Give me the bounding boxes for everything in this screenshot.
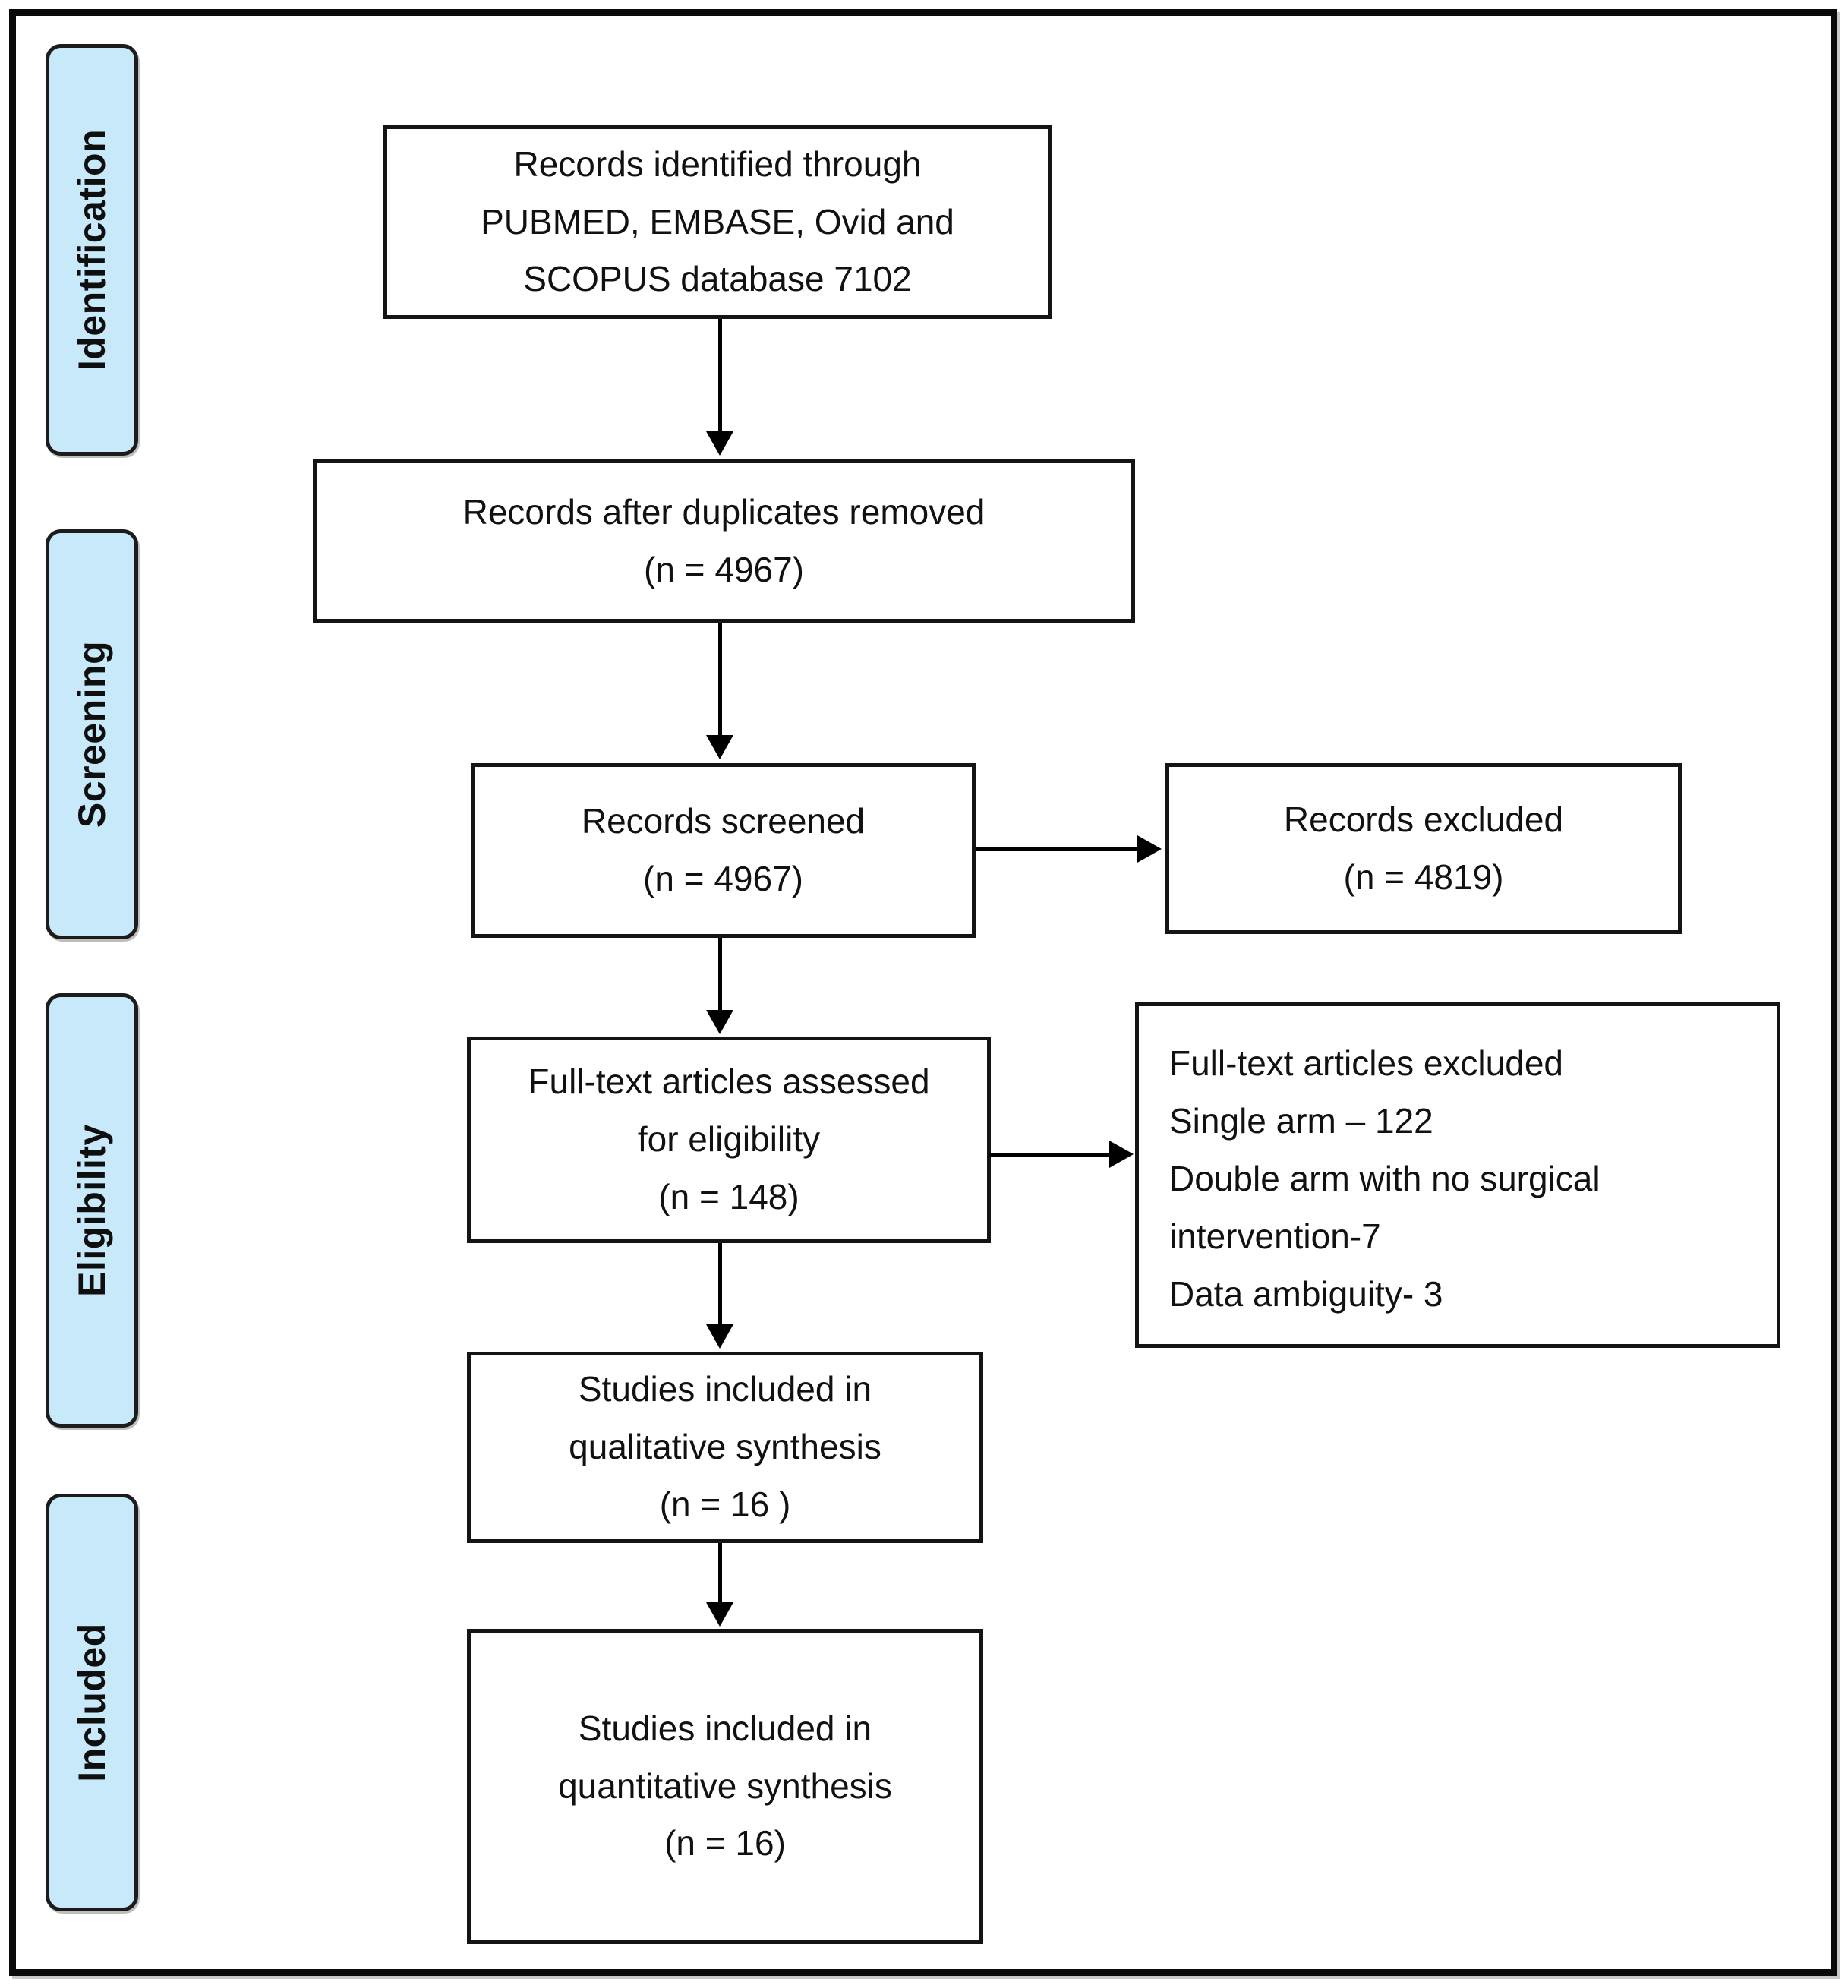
arrow-line-identified-to-deduplicated	[718, 319, 722, 434]
box-records-excluded: Records excluded (n = 4819)	[1165, 763, 1682, 934]
arrowhead-qualitative-to-quantitative	[706, 1602, 733, 1627]
arrow-line-screened-to-fulltext	[718, 938, 722, 1014]
box-fulltext-assessed: Full-text articles assessed for eligibil…	[467, 1037, 991, 1243]
stage-label-screening: Screening	[46, 529, 138, 939]
box-quantitative-synthesis: Studies included in quantitative synthes…	[467, 1629, 983, 1944]
box-qualitative-synthesis: Studies included in qualitative synthesi…	[467, 1352, 983, 1543]
arrow-line-fulltext-to-qualitative	[718, 1243, 722, 1327]
box-records-screened: Records screened (n = 4967)	[471, 763, 976, 938]
arrowhead-fulltext-to-excluded	[1109, 1141, 1134, 1168]
arrowhead-screened-to-fulltext	[706, 1010, 733, 1034]
box-duplicates-removed: Records after duplicates removed (n = 49…	[313, 459, 1135, 623]
stage-label-eligibility: Eligibility	[46, 993, 138, 1428]
stage-label-text: Screening	[71, 640, 113, 828]
arrowhead-deduplicated-to-screened	[706, 735, 733, 759]
diagram-border	[9, 9, 1837, 1976]
box-fulltext-excluded: Full-text articles excluded Single arm –…	[1135, 1002, 1780, 1348]
arrow-line-deduplicated-to-screened	[718, 623, 722, 738]
arrow-line-qualitative-to-quantitative	[718, 1543, 722, 1605]
stage-label-identification: Identification	[46, 44, 138, 456]
stage-label-text: Included	[71, 1623, 114, 1782]
stage-label-text: Identification	[71, 128, 114, 371]
stage-label-included: Included	[46, 1494, 138, 1911]
box-records-identified: Records identified through PUBMED, EMBAS…	[383, 125, 1052, 319]
arrow-line-screened-to-excluded	[976, 847, 1143, 851]
arrowhead-identified-to-deduplicated	[706, 431, 733, 456]
arrow-line-fulltext-to-excluded	[989, 1153, 1115, 1157]
arrowhead-fulltext-to-qualitative	[706, 1324, 733, 1349]
arrowhead-screened-to-excluded	[1137, 835, 1162, 863]
stage-label-text: Eligibility	[71, 1124, 113, 1297]
